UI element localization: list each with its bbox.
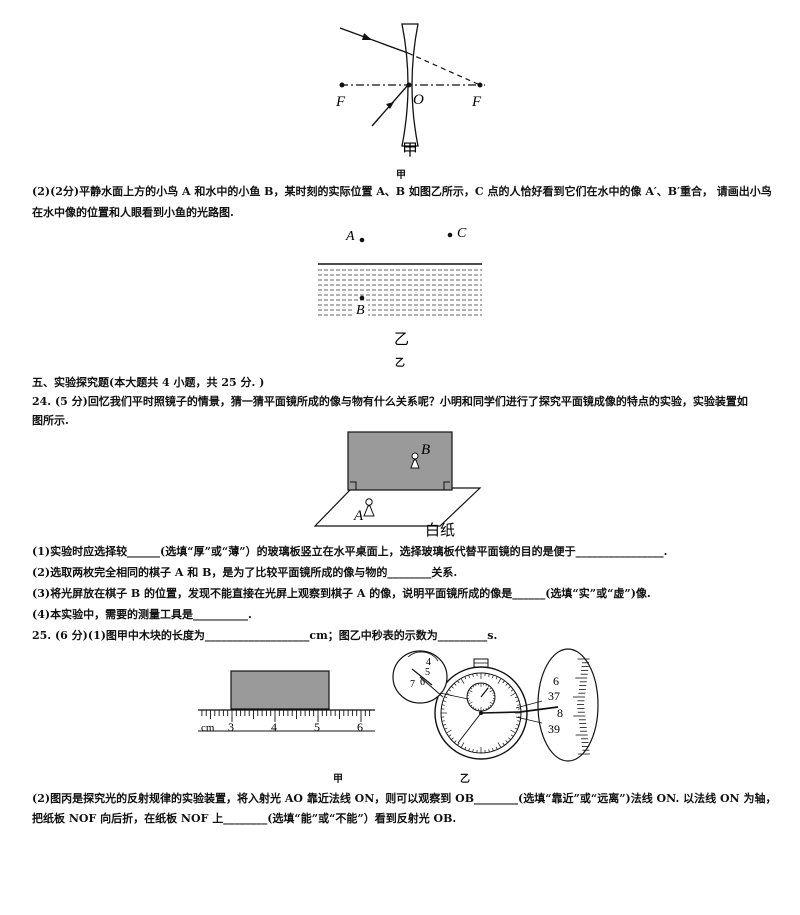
mag-label-8: 8: [557, 706, 563, 720]
q23-2-line2: 在水中像的位置和人眼看到小鱼的光路图.: [32, 206, 234, 219]
mirror-figure: B A 白纸: [313, 431, 482, 539]
label-a: A: [345, 229, 355, 244]
small-dial-7: 7: [410, 679, 415, 690]
q25-line1: 25. (6 分)(1)图甲中木块的长度为___________________…: [32, 629, 498, 642]
label-piece-b: B: [421, 442, 430, 458]
q24-sub3: (3)将光屏放在棋子 B 的位置，发现不能直接在光屏上观察到棋子 A 的像，说明…: [32, 587, 651, 600]
q24-sub4: (4)本实验中，需要的测量工具是__________.: [32, 608, 252, 621]
q24-sub2: (2)选取两枚完全相同的棋子 A 和 B，是为了比较平面镜所成的像与物的____…: [32, 566, 458, 579]
lens-sub-label: 甲: [402, 142, 418, 159]
q24-line2: 图所示.: [32, 414, 69, 427]
mag-label-37: 37: [548, 689, 560, 703]
q25-sub2-line2: 把纸板 NOF 向后折，在纸板 NOF 上________(选填“能”或“不能”…: [32, 812, 457, 825]
water-sub-label: 乙: [394, 332, 409, 348]
mag-label-39: 39: [548, 722, 560, 736]
small-dial-4: 4: [426, 657, 431, 668]
ruler-tick-4: 4: [271, 720, 277, 734]
water-caption: 乙: [395, 358, 405, 369]
lens-caption: 甲: [396, 170, 406, 181]
section-heading: 五、实验探究题(本大题共 4 小题，共 25 分. ): [32, 376, 265, 389]
label-piece-a: A: [353, 508, 364, 524]
small-dial-5: 5: [425, 667, 430, 678]
ruler-figure: cm 3 4 5 6: [198, 670, 375, 734]
label-f-right: F: [471, 94, 482, 110]
label-b: B: [356, 303, 365, 318]
label-c: C: [457, 226, 467, 241]
ruler-tick-5: 5: [314, 720, 320, 734]
ruler-caption: 甲: [333, 774, 343, 785]
label-f-left: F: [335, 94, 346, 110]
q24-sub1: (1)实验时应选择较______(选填“厚”或“薄”）的玻璃板竖立在水平桌面上，…: [32, 545, 668, 558]
mag-label-6: 6: [553, 674, 559, 688]
q24-line1: 24. (5 分)回忆我们平时照镜子的情景，猜一猜平面镜所成的像与物有什么关系呢…: [32, 395, 748, 408]
small-dial-6: 6: [420, 677, 425, 688]
stopwatch-caption: 乙: [460, 774, 470, 785]
q23-2-line1: (2)(2分)平静水面上方的小鸟 A 和水中的小鱼 B，某时刻的实际位置 A、B…: [32, 185, 772, 198]
lens-figure: F O F 甲: [335, 23, 485, 159]
ruler-unit: cm: [201, 722, 215, 734]
q25-sub2-line1: (2)图丙是探究光的反射规律的实验装置，将入射光 AO 靠近法线 ON，则可以观…: [32, 792, 777, 805]
ruler-tick-3: 3: [228, 720, 234, 734]
label-o: O: [413, 92, 424, 108]
stopwatch-figure: 4 5 7 6 6 37 8 39: [392, 648, 599, 762]
water-figure: A C B 乙: [318, 226, 482, 348]
label-white-paper: 白纸: [425, 522, 455, 539]
ruler-tick-6: 6: [357, 720, 363, 734]
